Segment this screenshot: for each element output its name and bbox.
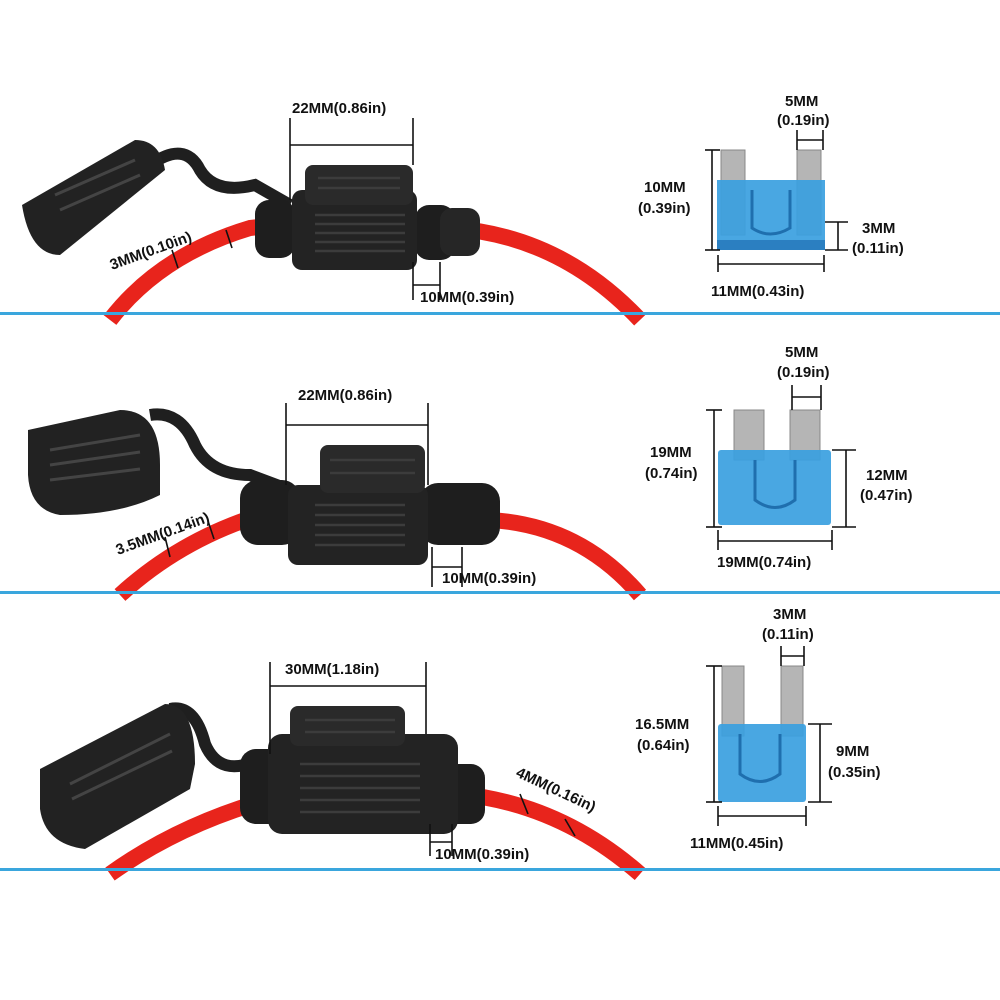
blade-gap-label: 3MM bbox=[862, 220, 895, 237]
panel-3-illustration: 30MM(1.18in) 4MM(0.16in) 10MM(0.39in) 16… bbox=[40, 606, 881, 881]
blade-width-label: 5MM bbox=[785, 344, 818, 361]
panel-mini-fuse-holder: 22MM(0.86in) 3MM(0.10in) 10MM(0.39in) 10… bbox=[0, 0, 1000, 326]
blade-width-label: 5MM bbox=[785, 93, 818, 110]
blade-width-inch-label: (0.19in) bbox=[777, 364, 830, 381]
fuse-width-label: 11MM(0.45in) bbox=[690, 835, 783, 852]
fuse-height-inch-label: (0.64in) bbox=[637, 737, 690, 754]
fuse-body-height-inch-label: (0.47in) bbox=[860, 487, 913, 504]
fuse-body-height-inch-label: (0.35in) bbox=[828, 764, 881, 781]
panel-1-illustration: 22MM(0.86in) 3MM(0.10in) 10MM(0.39in) 10… bbox=[22, 93, 904, 326]
panel-divider bbox=[0, 312, 1000, 315]
low-profile-fuse-illustration bbox=[718, 665, 806, 802]
fuse-body-height-label: 9MM bbox=[836, 743, 869, 760]
fuse-width-label: 11MM(0.43in) bbox=[711, 283, 804, 300]
fuse-height-label: 19MM bbox=[650, 444, 692, 461]
fuse-height-label: 10MM bbox=[644, 179, 686, 196]
fuse-height-inch-label: (0.74in) bbox=[645, 465, 698, 482]
blade-width-inch-label: (0.19in) bbox=[777, 112, 830, 129]
holder-cap bbox=[22, 140, 165, 255]
cap-strap bbox=[149, 408, 293, 496]
blade-gap-inch-label: (0.11in) bbox=[852, 240, 904, 257]
panel-standard-fuse-holder: 22MM(0.86in) 3.5MM(0.14in) 10MM(0.39in) … bbox=[0, 315, 1000, 601]
holder-width-label: 22MM(0.86in) bbox=[292, 100, 386, 117]
fuse-width-label: 19MM(0.74in) bbox=[717, 554, 811, 571]
panel-divider bbox=[0, 591, 1000, 594]
standard-fuse-illustration bbox=[718, 409, 831, 525]
holder-width-label: 30MM(1.18in) bbox=[285, 661, 379, 678]
holder-width-label: 22MM(0.86in) bbox=[298, 387, 392, 404]
blade-width-inch-label: (0.11in) bbox=[762, 626, 814, 643]
red-wire-right bbox=[489, 512, 647, 601]
fuse-holder-body bbox=[240, 445, 500, 565]
fuse-body-height-label: 12MM bbox=[866, 467, 908, 484]
fuse-holder-body bbox=[255, 165, 480, 270]
panel-low-profile-fuse-holder: 30MM(1.18in) 4MM(0.16in) 10MM(0.39in) 16… bbox=[0, 594, 1000, 881]
fuse-height-inch-label: (0.39in) bbox=[638, 200, 691, 217]
holder-cap bbox=[40, 704, 195, 849]
fuse-holder-body bbox=[240, 706, 485, 834]
blade-width-label: 3MM bbox=[773, 606, 806, 623]
boot-length-label: 10MM(0.39in) bbox=[442, 570, 536, 587]
panel-divider bbox=[0, 868, 1000, 871]
panel-2-illustration: 22MM(0.86in) 3.5MM(0.14in) 10MM(0.39in) … bbox=[28, 344, 913, 601]
fuse-height-label: 16.5MM bbox=[635, 716, 689, 733]
boot-length-label: 10MM(0.39in) bbox=[420, 289, 514, 306]
cap-strap bbox=[168, 702, 263, 773]
mini-fuse-illustration bbox=[717, 149, 825, 250]
boot-length-label: 10MM(0.39in) bbox=[435, 846, 529, 863]
holder-cap bbox=[28, 410, 160, 515]
cap-strap bbox=[146, 147, 293, 211]
bottom-blank-area bbox=[0, 871, 1000, 1000]
